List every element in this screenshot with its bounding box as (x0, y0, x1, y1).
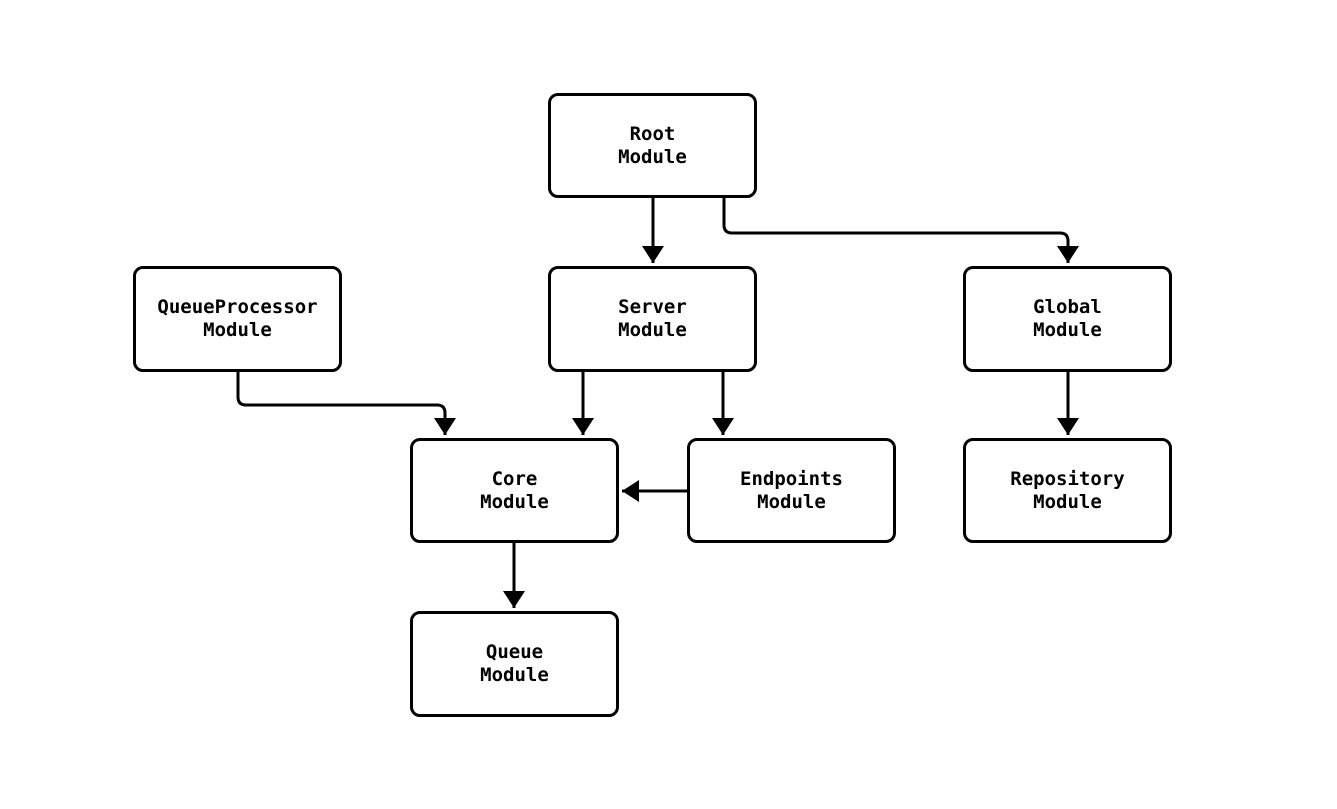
node-queue-module: Queue Module (410, 611, 619, 717)
node-label: Global Module (1033, 296, 1102, 341)
node-label: Server Module (618, 296, 687, 341)
node-queueprocessor-module: QueueProcessor Module (133, 266, 342, 372)
node-endpoints-module: Endpoints Module (687, 438, 896, 543)
node-server-module: Server Module (548, 266, 757, 372)
node-label: Repository Module (1010, 467, 1125, 513)
node-core-module: Core Module (410, 438, 619, 543)
node-label: QueueProcessor Module (157, 296, 318, 341)
edge-queueprocessor-to-core (236, 372, 456, 435)
edge-root-to-global (722, 198, 1079, 263)
node-label: Queue Module (480, 641, 549, 686)
node-root-module: Root Module (548, 93, 757, 198)
node-label: Endpoints Module (740, 467, 843, 513)
node-label: Core Module (480, 467, 549, 513)
node-repository-module: Repository Module (963, 438, 1172, 543)
node-global-module: Global Module (963, 266, 1172, 372)
edges-group (236, 198, 1079, 608)
node-label: Root Module (618, 122, 687, 168)
